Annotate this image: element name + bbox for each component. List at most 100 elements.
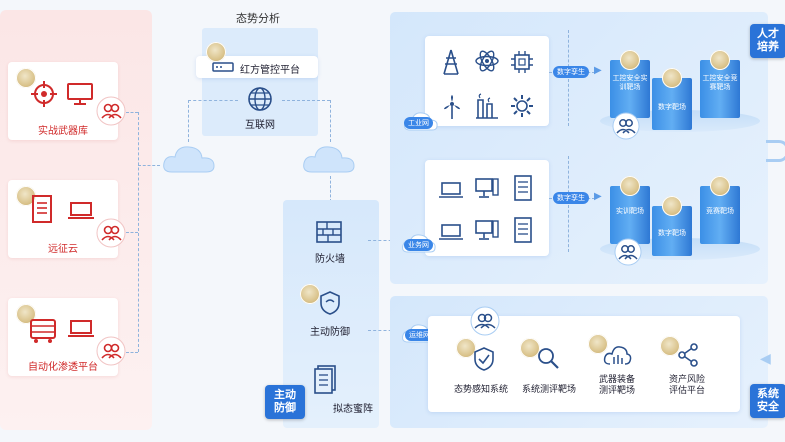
wind-turbine-icon — [444, 95, 460, 119]
connector-line — [368, 330, 402, 331]
connector-line — [126, 232, 138, 233]
desktop-icon — [475, 178, 499, 198]
connector-line — [126, 352, 138, 353]
range-building: 实训靶场 — [610, 176, 650, 244]
ops-net-tag: 运维网 — [405, 329, 434, 341]
document-icon — [32, 195, 52, 223]
industrial-net-tag: 工业网 — [404, 117, 433, 129]
ops-item-label: 资产风险 评估平台 — [668, 374, 705, 395]
system-safety-tag: 系统 安全 — [750, 384, 785, 418]
left-item-label: 远征云 — [48, 244, 78, 255]
badge-icon — [660, 336, 680, 356]
ops-item-label: 态势感知系统 — [453, 384, 508, 394]
user-group-icon — [96, 96, 126, 126]
curved-arrow — [766, 140, 785, 162]
internet-label: 互联网 — [245, 120, 275, 131]
red-control-platform: 红方管控平台 — [196, 42, 318, 78]
left-item-label: 实战武器库 — [38, 126, 88, 137]
connector-line — [138, 165, 160, 166]
shield-check-icon — [474, 347, 494, 371]
badge-icon — [16, 68, 36, 88]
badge-icon — [710, 176, 730, 196]
server-rack-icon — [30, 319, 56, 343]
laptop-icon — [439, 182, 463, 198]
shield-icon — [320, 291, 340, 315]
connector-line — [188, 100, 189, 142]
monitor-icon — [67, 83, 93, 105]
badge-icon — [206, 42, 226, 62]
cloud-icon — [163, 146, 215, 173]
connector-line — [568, 30, 569, 126]
digital-twin-tag: 数字孪生 — [553, 66, 589, 78]
user-group-icon — [96, 218, 126, 248]
range-building: 竞赛靶场 — [700, 176, 740, 244]
badge-icon — [710, 50, 730, 70]
range-label: 工控安全竞赛靶场 — [702, 75, 738, 91]
arrow-right-icon: ▶ — [594, 191, 602, 202]
badge-icon — [456, 338, 476, 358]
situation-analysis-title: 态势分析 — [236, 13, 280, 25]
power-tower-icon — [443, 49, 459, 75]
ops-item-label: 武器装备 测评靶场 — [598, 374, 635, 395]
badge-icon — [588, 334, 608, 354]
cloud-icon — [303, 146, 355, 173]
range-label: 竞赛靶场 — [706, 208, 734, 215]
active-defense-label: 主动防御 — [310, 327, 350, 338]
badge-icon — [662, 68, 682, 88]
magnifier-icon — [538, 348, 559, 369]
badge-icon — [620, 50, 640, 70]
range-building: 工控安全实训靶场 — [610, 50, 650, 118]
gear-icon — [511, 95, 533, 117]
connector-line — [138, 112, 139, 352]
globe-icon — [248, 87, 272, 111]
firewall-label: 防火墙 — [315, 254, 345, 265]
user-group-icon — [614, 238, 642, 266]
badge-icon — [300, 284, 320, 304]
badge-icon — [620, 176, 640, 196]
connector-line — [330, 100, 331, 142]
arrow-right-icon: ▶ — [594, 65, 602, 76]
badge-icon — [16, 186, 36, 206]
router-icon — [212, 62, 234, 72]
connector-line — [188, 100, 238, 101]
laptop-icon — [68, 202, 94, 219]
factory-icon — [476, 93, 498, 119]
connector-line — [126, 112, 138, 113]
badge-icon — [520, 338, 540, 358]
talent-training-tag: 人才 培养 — [750, 24, 785, 58]
badge-icon — [662, 196, 682, 216]
server-icon — [514, 175, 532, 201]
connector-line — [368, 240, 402, 241]
arrow-left-icon: ◀ — [760, 350, 771, 366]
range-label: 数字靶场 — [658, 104, 686, 111]
connector-line — [568, 156, 569, 252]
user-group-icon — [96, 336, 126, 366]
range-label: 实训靶场 — [616, 208, 644, 215]
left-item-label: 自动化渗透平台 — [28, 362, 98, 373]
active-defense-tag: 主动 防御 — [265, 385, 305, 419]
left-card-arsenal: 实战武器库 — [8, 62, 118, 140]
share-network-icon — [678, 343, 698, 367]
left-card-expedition-cloud: 远征云 — [8, 180, 118, 258]
honeypot-icon — [314, 365, 336, 394]
range-building: 工控安全竞赛靶场 — [700, 50, 740, 118]
atom-icon — [475, 50, 499, 72]
business-net-tag: 业务网 — [404, 239, 433, 251]
user-group-icon — [612, 112, 640, 140]
badge-icon — [16, 304, 36, 324]
left-card-auto-pentest: 自动化渗透平台 — [8, 298, 118, 376]
connector-line — [330, 176, 331, 202]
range-label: 工控安全实训靶场 — [612, 75, 648, 91]
range-building: 数字靶场 — [652, 68, 692, 130]
chip-icon — [511, 51, 533, 73]
target-icon — [31, 81, 57, 107]
platform-label: 红方管控平台 — [240, 65, 300, 76]
range-building: 数字靶场 — [652, 196, 692, 256]
digital-twin-tag: 数字孪生 — [553, 192, 589, 204]
user-group-icon — [470, 306, 500, 336]
server-icon — [514, 217, 532, 243]
laptop-icon — [439, 224, 463, 240]
mimic-honeynet-label: 拟态蜜阵 — [333, 404, 373, 415]
cloud-upload-icon — [603, 346, 632, 365]
